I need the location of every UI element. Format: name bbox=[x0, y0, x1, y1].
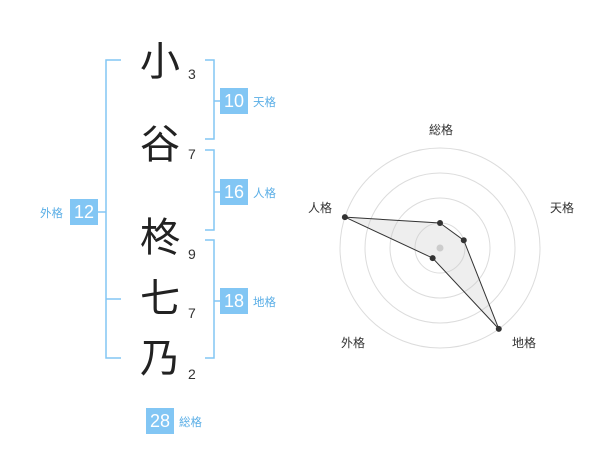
radar-ring-3 bbox=[364, 172, 516, 324]
name-char-4: 七 bbox=[140, 276, 180, 322]
name-char-1: 小 bbox=[140, 39, 180, 85]
gaikaku-bracket bbox=[105, 59, 121, 359]
gaikaku-label: 外格 bbox=[40, 206, 63, 220]
chikaku-value: 18 bbox=[220, 288, 248, 314]
radar-data-area bbox=[344, 216, 500, 330]
radar-center-dot bbox=[436, 244, 444, 252]
radar-ring-2 bbox=[389, 197, 491, 299]
radar-ring-4 bbox=[339, 147, 541, 349]
radar-point-1 bbox=[437, 220, 443, 226]
radar-axis-label-gaikaku: 外格 bbox=[341, 335, 365, 350]
stroke-count-1: 3 bbox=[188, 66, 196, 82]
name-analysis-panel: 小 谷 柊 七 乃 3 7 9 7 2 10 天格 16 人格 18 地格 外格… bbox=[40, 39, 276, 434]
chikaku-bracket bbox=[205, 239, 215, 359]
stroke-count-5: 2 bbox=[188, 366, 196, 382]
stroke-brackets bbox=[97, 59, 220, 359]
stroke-count-2: 7 bbox=[188, 146, 196, 162]
tenkaku-value: 10 bbox=[220, 88, 248, 114]
radar-points bbox=[341, 214, 502, 332]
jinkaku-label: 人格 bbox=[253, 186, 276, 200]
radar-point-3 bbox=[495, 325, 502, 332]
radar-grid bbox=[339, 147, 541, 349]
stroke-count-3: 9 bbox=[188, 246, 196, 262]
radar-point-5 bbox=[341, 214, 348, 221]
soukaku-label: 総格 bbox=[179, 415, 202, 429]
name-char-5: 乃 bbox=[140, 336, 180, 382]
radar-axis-label-chikaku: 地格 bbox=[512, 335, 536, 350]
radar-axis-label-soukaku: 総格 bbox=[429, 122, 453, 137]
chikaku-label: 地格 bbox=[253, 295, 276, 309]
soukaku-value: 28 bbox=[146, 408, 174, 434]
radar-point-2 bbox=[460, 237, 467, 244]
jinkaku-value: 16 bbox=[220, 179, 248, 205]
radar-axis-label-jinkaku: 人格 bbox=[308, 200, 332, 215]
name-char-3: 柊 bbox=[140, 215, 180, 261]
stroke-count-4: 7 bbox=[188, 305, 196, 321]
jinkaku-bracket bbox=[205, 149, 215, 231]
radar-chart: 総格 天格 地格 外格 人格 bbox=[308, 122, 574, 350]
tenkaku-label: 天格 bbox=[253, 95, 276, 109]
radar-axis-label-tenkaku: 天格 bbox=[550, 200, 574, 215]
gaikaku-value: 12 bbox=[70, 199, 98, 225]
radar-point-4 bbox=[429, 255, 436, 262]
tenkaku-bracket bbox=[205, 59, 215, 140]
name-char-2: 谷 bbox=[140, 122, 180, 168]
